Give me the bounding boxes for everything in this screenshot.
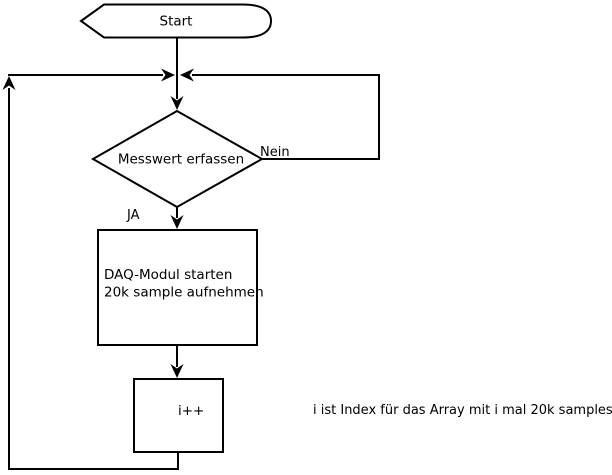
arrowhead-down-into-increment — [170, 364, 184, 378]
arrowhead-right-into-junction — [161, 68, 175, 82]
edge-increment-feedback-loop — [8, 88, 179, 470]
decision-node — [90, 109, 265, 209]
start-node-label: Start — [160, 14, 193, 30]
arrowhead-left-into-junction — [180, 68, 194, 82]
arrowhead-down-into-process — [170, 215, 184, 229]
edge-nein-loop — [192, 74, 380, 160]
process-node — [97, 229, 258, 346]
branch-label-ja: JA — [126, 208, 140, 223]
start-node — [79, 3, 273, 39]
process-node-label-line2: 20k sample aufnehmen — [104, 285, 264, 301]
annotation-text: i ist Index für das Array mit i mal 20k … — [313, 403, 612, 418]
decision-node-label: Messwert erfassen — [118, 152, 244, 168]
branch-label-nein: Nein — [260, 145, 290, 160]
increment-node-label: i++ — [178, 403, 204, 419]
process-node-label-line1: DAQ-Modul starten — [104, 267, 232, 283]
increment-node — [133, 378, 224, 453]
arrowhead-down-into-decision — [170, 96, 184, 110]
arrowhead-up-into-return-line — [2, 76, 16, 90]
